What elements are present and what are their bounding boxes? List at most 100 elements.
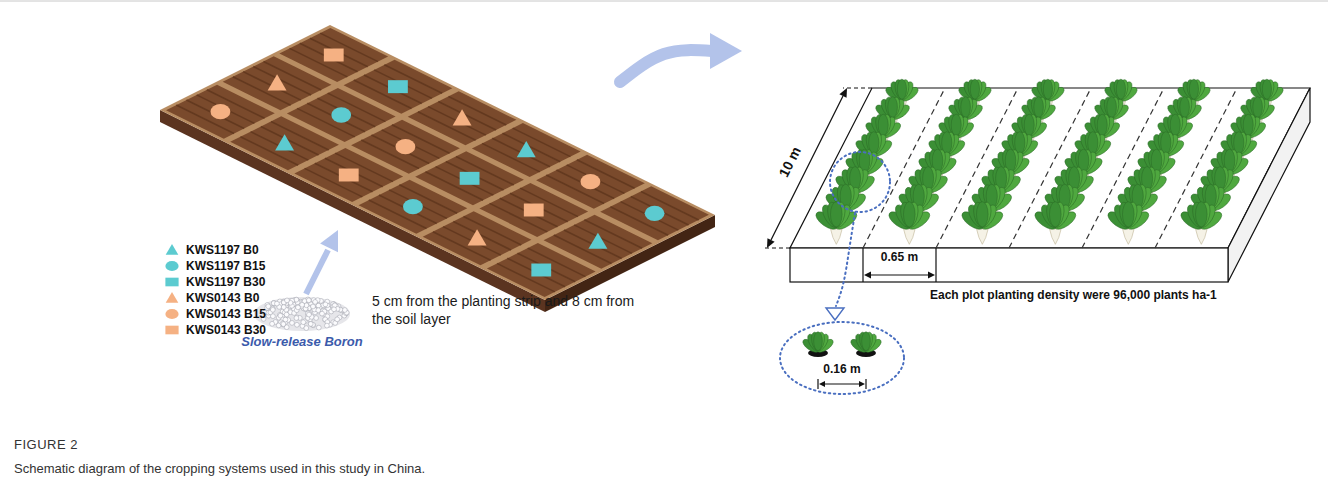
square-symbol: [524, 204, 544, 217]
plot-front: [790, 248, 1228, 282]
beet-root: [904, 229, 916, 245]
granule: [300, 302, 305, 307]
plot-side: [1228, 88, 1310, 282]
triangle-symbol: [166, 244, 179, 255]
sugar-beet: [849, 331, 884, 354]
beet-leaf: [826, 201, 843, 228]
beet-leaf: [977, 202, 989, 227]
beet-leaf: [1253, 97, 1263, 118]
circle-symbol: [165, 261, 178, 271]
beet-leaf: [1123, 202, 1135, 227]
granule: [311, 304, 316, 309]
granule: [304, 303, 309, 308]
beet-leaf: [1253, 96, 1267, 118]
field-top: [160, 25, 715, 300]
beet-leaf: [810, 331, 822, 351]
beet-leaf: [904, 201, 921, 228]
circle-symbol: [645, 206, 665, 221]
granule: [295, 322, 300, 327]
granule: [332, 307, 337, 312]
dimension-arrowhead: [839, 88, 847, 98]
granule: [313, 300, 318, 305]
beet-leaf: [1191, 201, 1208, 228]
legend-label-box: KWS0143 B0: [186, 291, 259, 305]
beet-root: [977, 229, 989, 245]
extension-line: [762, 248, 790, 249]
beet-leaf: [1050, 201, 1067, 228]
density-note-box: Each plot planting density were 96,000 p…: [930, 288, 1217, 302]
granule: [280, 321, 285, 326]
beet-leaf: [858, 331, 870, 351]
dimension-label-box: 0.65 m: [881, 250, 918, 264]
beet-leaf: [878, 114, 888, 136]
sugar-beet: [1178, 201, 1224, 244]
granule: [271, 314, 276, 319]
beet-leaf: [1039, 79, 1052, 100]
legend-label: KWS0143 B15: [186, 307, 266, 321]
beet-leaf: [951, 114, 961, 136]
figure-caption-box: Schematic diagram of the cropping system…: [14, 461, 425, 477]
field: [160, 25, 715, 312]
dimension-line: [823, 383, 861, 384]
sugar-beet: [1105, 201, 1151, 244]
plot-furrow: [320, 33, 378, 62]
dimension-label: 10 m: [775, 144, 804, 180]
beet-leaf: [1196, 202, 1208, 227]
granule-pile: [254, 297, 350, 331]
legend-label-box: KWS1197 B15: [186, 259, 265, 273]
beet-leaf: [1189, 79, 1198, 99]
granule: [284, 312, 289, 317]
placement-note: 5 cm from the planting strip and 8 cm fr…: [372, 292, 644, 328]
beet-leaf: [1123, 201, 1140, 228]
granule: [316, 325, 321, 330]
circle-symbol: [581, 174, 601, 189]
beet-leaf: [1097, 114, 1111, 137]
granule: [270, 321, 275, 326]
dimension-tick: [935, 248, 936, 282]
beet-leaf: [977, 201, 994, 228]
granule: [308, 322, 313, 327]
triangle-symbol: [468, 229, 487, 245]
beet-leaf: [1243, 114, 1257, 137]
triangle-symbol: [166, 292, 179, 303]
legend-label-box: KWS1197 B30: [186, 275, 265, 289]
dimension-tick: [865, 379, 866, 389]
field-plot: [600, 186, 709, 240]
figure-number: FIGURE 2: [14, 437, 78, 453]
beet-leaf: [893, 79, 906, 100]
beet-leaf: [970, 79, 983, 100]
beet-root: [1123, 229, 1135, 245]
circle-symbol: [403, 199, 423, 214]
beet-leaf: [904, 202, 916, 227]
circle-symbol: [165, 309, 178, 319]
dimension-arrowhead: [928, 272, 935, 279]
extension-line: [843, 88, 872, 89]
beet-leaf: [1262, 79, 1275, 100]
circle-symbol: [331, 107, 351, 122]
granule: [281, 305, 286, 310]
dimension-arrowhead: [864, 272, 871, 279]
granule: [275, 301, 280, 306]
zoom-pointer: [826, 308, 844, 320]
circle-symbol: [211, 104, 231, 119]
triangle-symbol: [268, 74, 287, 90]
legend-label-box: KWS1197 B0: [186, 243, 259, 257]
granule: [316, 308, 321, 313]
density-note: Each plot planting density were 96,000 p…: [930, 288, 1217, 302]
beet-leaf: [1180, 97, 1190, 118]
beet-leaf: [1107, 96, 1121, 118]
dimension-tick: [862, 248, 863, 282]
square-symbol: [339, 169, 359, 182]
square-symbol: [531, 264, 551, 277]
beet-leaf: [862, 332, 879, 353]
figure-caption: Schematic diagram of the cropping system…: [14, 461, 425, 477]
beet-leaf: [1258, 79, 1271, 100]
triangle-symbol: [453, 109, 472, 125]
sugar-beet: [1032, 201, 1078, 244]
placement-note-box: 5 cm from the planting strip and 8 cm fr…: [372, 292, 644, 328]
zoom-inset: [780, 322, 904, 394]
granule: [307, 312, 312, 317]
granule: [278, 313, 283, 318]
beet-leaf: [1107, 97, 1117, 118]
